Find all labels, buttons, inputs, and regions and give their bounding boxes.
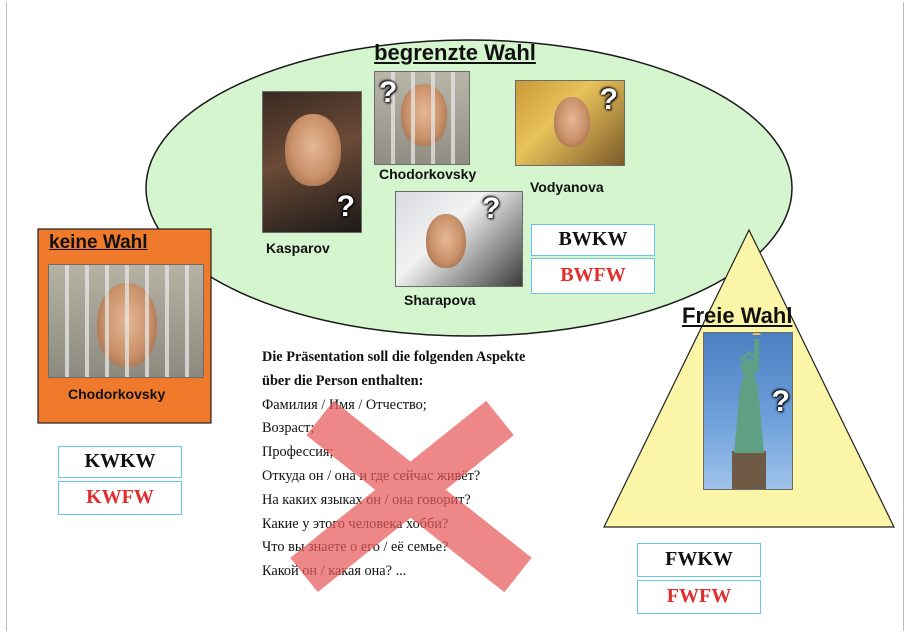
name-vodyanova: Vodyanova [530, 179, 604, 195]
code-kwfw: KWFW [58, 481, 182, 515]
code-bwfw: BWFW [531, 258, 655, 294]
instructions-header-line: Die Präsentation soll die folgenden Aspe… [262, 349, 526, 365]
photo-vodyanova: ? [515, 80, 625, 166]
photo-chodorkovsky-left [48, 264, 204, 378]
instruction-item: Возраст; [262, 420, 315, 437]
face-vodyanova [554, 97, 590, 147]
photo-chodorkovsky-center: ? [374, 71, 470, 165]
photo-kasparov: ? [262, 91, 362, 233]
slide-frame [6, 2, 904, 631]
question-mark: ? [482, 192, 501, 225]
name-chodorkovsky-left: Chodorkovsky [68, 386, 166, 402]
name-kasparov: Kasparov [266, 240, 330, 256]
name-sharapova: Sharapova [404, 292, 476, 308]
title-no-choice: keine Wahl [49, 232, 148, 253]
instruction-item: Фамилия / Имя / Отчество; [262, 396, 427, 413]
question-mark: ? [771, 385, 790, 418]
presentation-instructions: Die Präsentation soll die folgenden Aspe… [262, 346, 622, 584]
instruction-item: Что вы знаете о его / её семье? [262, 539, 449, 556]
prison-bars [375, 72, 469, 164]
question-mark: ? [599, 83, 618, 116]
code-kwkw: KWKW [58, 446, 182, 478]
instruction-item: Профессия; [262, 444, 334, 461]
prison-bars [49, 265, 203, 377]
code-fwfw: FWFW [637, 580, 761, 614]
title-limited-choice: begrenzte Wahl [374, 40, 536, 65]
instruction-item: Откуда он / она и где сейчас живёт? [262, 467, 481, 484]
photo-statue-of-liberty: ? [703, 332, 793, 490]
code-fwkw: FWKW [637, 543, 761, 577]
instruction-item: Какие у этого человека хобби? [262, 515, 449, 532]
instruction-item: На каких языках он / она говорит? [262, 491, 471, 508]
question-mark: ? [379, 76, 398, 109]
name-chodorkovsky-center: Chodorkovsky [379, 166, 477, 182]
face-sharapova [426, 214, 466, 268]
statue-of-liberty-icon [732, 333, 766, 489]
photo-sharapova: ? [395, 191, 523, 287]
title-free-choice: Freie Wahl [682, 303, 793, 328]
instructions-header-line: über die Person enthalten: [262, 372, 424, 389]
question-mark: ? [336, 190, 355, 223]
code-bwkw: BWKW [531, 224, 655, 256]
instruction-item: Какой он / какая она? ... [262, 563, 407, 580]
face-kasparov [285, 114, 341, 186]
